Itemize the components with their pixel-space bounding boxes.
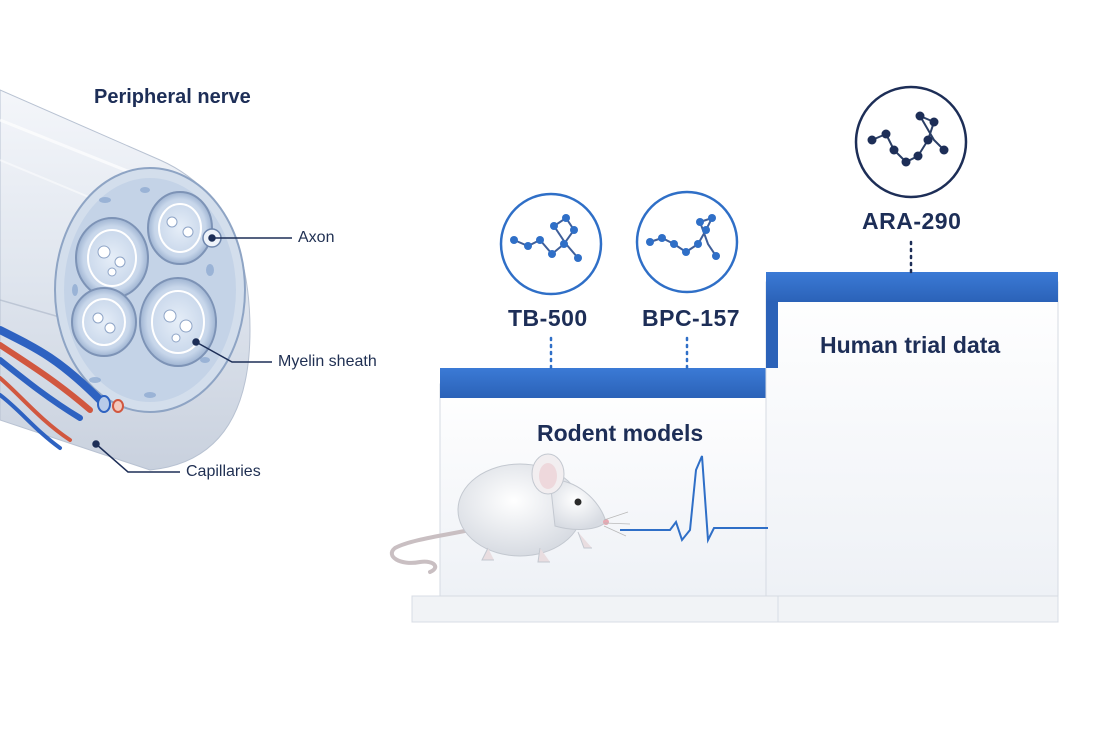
- myelin-sheath-label: Myelin sheath: [278, 353, 377, 370]
- tissue-cells: [72, 187, 214, 398]
- molecule-icon: [854, 85, 968, 199]
- capillaries-label: Capillaries: [186, 463, 261, 480]
- nerve-leaders: [92, 234, 292, 473]
- molecule-icon: [499, 192, 603, 296]
- peptide-molecules: [499, 85, 968, 296]
- peptide-label-ara290: ARA-290: [862, 208, 962, 234]
- axon-label: Axon: [298, 229, 335, 246]
- molecule-icon: [635, 190, 739, 294]
- nerve-illustration: [0, 89, 292, 473]
- peptide-label-tb500: TB-500: [508, 305, 588, 331]
- mouse-illustration: [389, 453, 631, 574]
- peptide-label-bpc157: BPC-157: [642, 305, 741, 331]
- capillary-vessels: [0, 326, 124, 450]
- human-platform: [765, 272, 1059, 623]
- dotted-connectors: [549, 240, 913, 370]
- human-trial-label: Human trial data: [820, 332, 1001, 358]
- rodent-models-label: Rodent models: [537, 420, 704, 446]
- nerve-title: Peripheral nerve: [94, 86, 251, 108]
- ecg-trace: [620, 455, 768, 544]
